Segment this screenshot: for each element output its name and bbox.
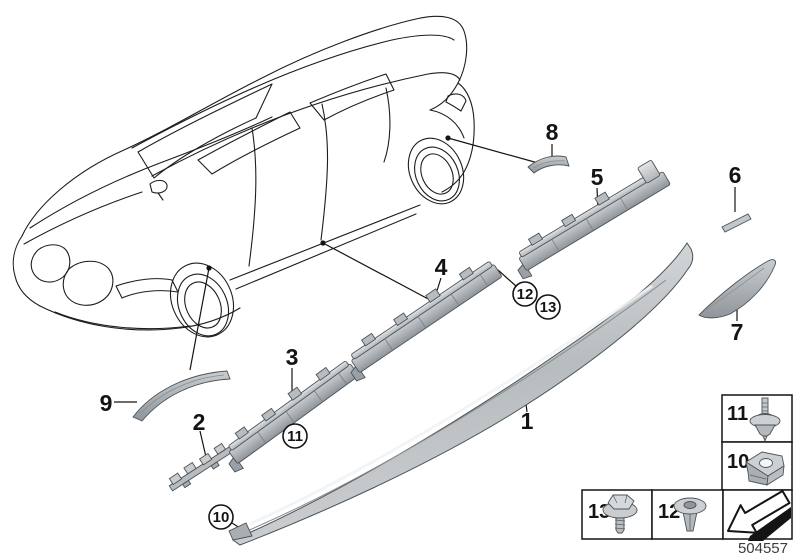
callout-13-circle[interactable]: 13 bbox=[535, 294, 561, 320]
part-1-rocker-panel-moulding[interactable] bbox=[228, 242, 694, 546]
part-3-carrier-rail-front[interactable] bbox=[216, 354, 363, 474]
callout-6[interactable]: 6 bbox=[729, 162, 742, 188]
callout-11-circle[interactable]: 11 bbox=[282, 423, 308, 449]
part-4-carrier-rail-middle[interactable] bbox=[339, 254, 506, 382]
part-6-trim-strip[interactable] bbox=[721, 213, 752, 233]
callout-7[interactable]: 7 bbox=[731, 319, 744, 345]
callout-2[interactable]: 2 bbox=[193, 409, 206, 435]
callout-8[interactable]: 8 bbox=[546, 119, 559, 145]
callout-5[interactable]: 5 bbox=[591, 164, 604, 190]
part-9-wheel-arch-trim-front[interactable] bbox=[132, 370, 231, 422]
expanding-rivet-icon bbox=[673, 497, 707, 532]
expanding-rivet-pin-icon bbox=[749, 397, 781, 443]
legend-number-10: 10 bbox=[727, 451, 749, 473]
diagram-code: 504557 bbox=[738, 540, 788, 557]
part-5-carrier-rail-rear[interactable] bbox=[505, 158, 675, 281]
callout-10-circle[interactable]: 10 bbox=[208, 504, 234, 530]
callout-4[interactable]: 4 bbox=[435, 254, 448, 280]
hex-screw-washer-icon bbox=[602, 494, 638, 534]
callout-12-circle[interactable]: 12 bbox=[512, 281, 538, 307]
svg-text:10[interactable]: 10 bbox=[213, 509, 230, 526]
direction-arrow-icon bbox=[727, 490, 791, 541]
part-8-wheel-arch-trim-rear[interactable] bbox=[527, 155, 570, 174]
svg-text:11[interactable]: 11 bbox=[287, 428, 303, 445]
callout-1[interactable]: 1 bbox=[521, 408, 534, 434]
legend-table: 11 10 13 12 bbox=[581, 394, 793, 541]
part-7-sill-end-trim[interactable] bbox=[698, 259, 776, 319]
callout-3[interactable]: 3 bbox=[286, 344, 299, 370]
car-outline bbox=[12, 15, 475, 338]
svg-text:12[interactable]: 12 bbox=[517, 286, 534, 303]
callout-9[interactable]: 9 bbox=[100, 390, 113, 416]
cage-nut-icon bbox=[745, 451, 785, 486]
legend-number-11: 11 bbox=[727, 403, 748, 425]
svg-text:13[interactable]: 13 bbox=[540, 299, 557, 316]
